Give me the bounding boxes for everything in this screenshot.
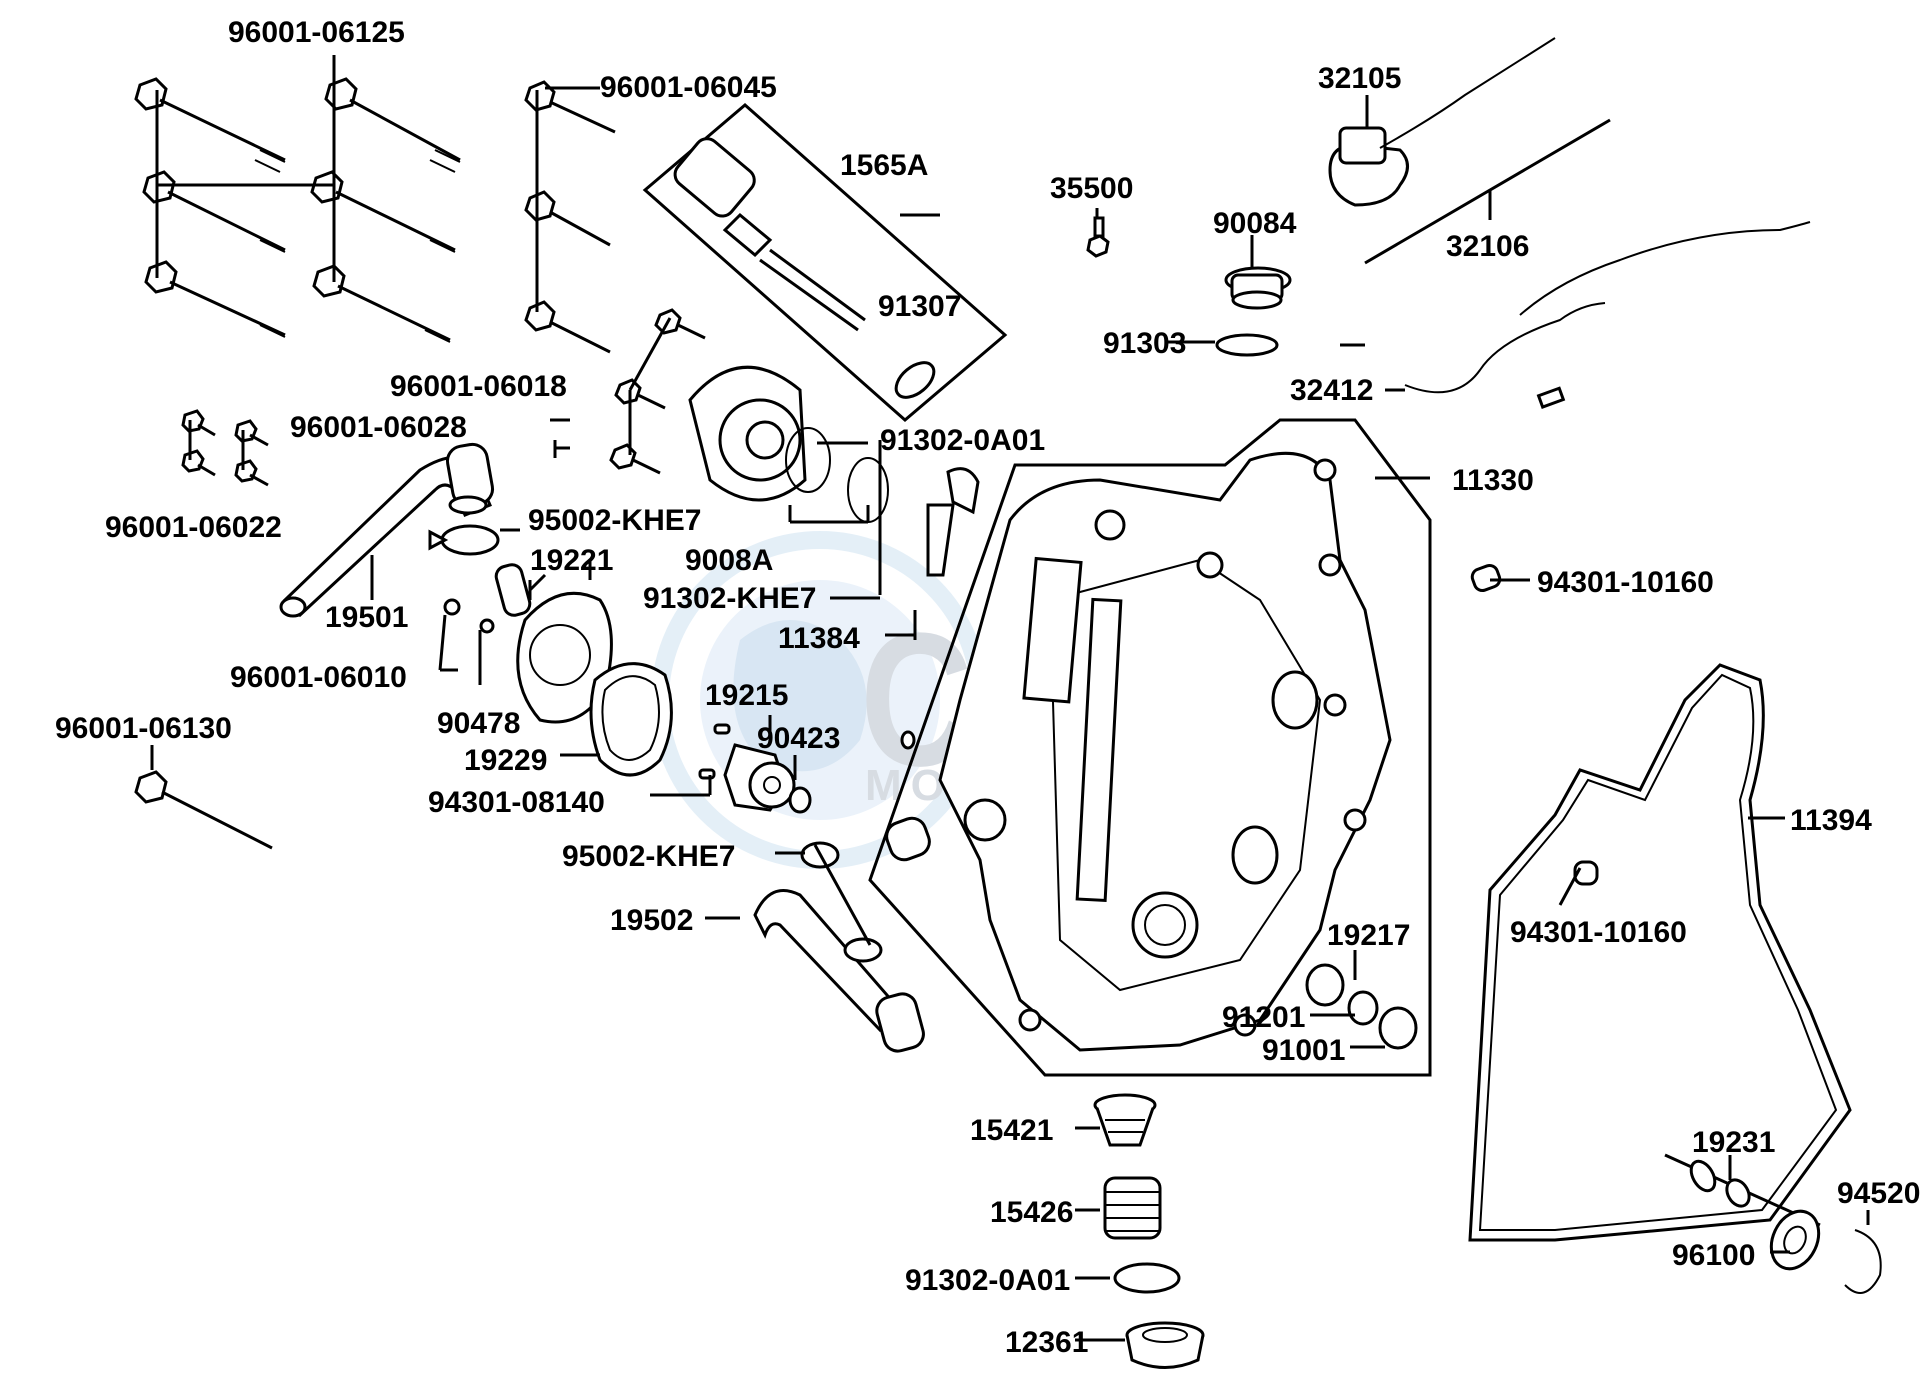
label-96001-06010: 96001-06010	[230, 661, 407, 694]
label-91302-0A01-a: 91302-0A01	[880, 424, 1045, 457]
label-90478: 90478	[437, 707, 520, 740]
label-11330: 11330	[1452, 464, 1534, 497]
label-12361: 12361	[1005, 1326, 1088, 1359]
wire-32106	[1364, 118, 1611, 265]
label-19501: 19501	[325, 601, 408, 634]
pump-flange	[609, 308, 889, 595]
label-19231: 19231	[1692, 1126, 1775, 1159]
label-91302-0A01-b: 91302-0A01	[905, 1264, 1070, 1297]
label-19229: 19229	[464, 744, 547, 777]
label-91001: 91001	[1262, 1034, 1345, 1067]
small-bolts-06028-06022	[181, 409, 269, 487]
label-94301-10160-a: 94301-10160	[1537, 566, 1714, 599]
circlip-94520	[1844, 1210, 1882, 1294]
drain-plug-12361	[1125, 1321, 1205, 1369]
label-96001-06125: 96001-06125	[228, 16, 405, 49]
label-96001-06130: 96001-06130	[55, 712, 232, 745]
bolt-group-96001-06125	[134, 55, 461, 343]
hose-19501	[279, 442, 495, 618]
hose-19502	[753, 841, 925, 1053]
label-96001-06022: 96001-06022	[105, 511, 282, 544]
label-94301-08140: 94301-08140	[428, 786, 605, 819]
label-94520: 94520	[1837, 1177, 1920, 1210]
leader-lines	[370, 340, 1790, 1342]
label-91307: 91307	[878, 290, 961, 323]
label-32412: 32412	[1290, 374, 1373, 407]
label-96100: 96100	[1672, 1239, 1755, 1272]
label-94301-10160-b: 94301-10160	[1510, 916, 1687, 949]
label-91303: 91303	[1103, 327, 1186, 360]
label-90084: 90084	[1213, 207, 1297, 240]
label-19217: 19217	[1327, 919, 1410, 952]
right-crankcase-cover-11330	[868, 418, 1432, 1077]
dipstick-assembly-1565A	[642, 103, 1008, 422]
water-pump-housing-19221	[443, 563, 613, 724]
label-1565A: 1565A	[840, 149, 928, 182]
label-90423: 90423	[757, 722, 840, 755]
part-labels: 96001-06125 96001-06045 1565A 91307 3550…	[55, 16, 1920, 1359]
seal-19217-91201-91001	[1305, 950, 1418, 1050]
clamp-95002-khe7-top	[428, 524, 500, 556]
shaft-19231	[1664, 1153, 1821, 1227]
filler-plug-90084	[1224, 235, 1292, 310]
label-15426: 15426	[990, 1196, 1073, 1229]
dowel-pins	[885, 730, 931, 862]
label-9008A: 9008A	[685, 544, 773, 577]
label-96001-06045: 96001-06045	[600, 71, 777, 104]
label-91201: 91201	[1222, 1001, 1305, 1034]
bracket-11384	[885, 467, 980, 640]
impeller-19215	[698, 723, 812, 814]
bolt-96001-06130	[134, 745, 273, 850]
label-35500: 35500	[1050, 172, 1133, 205]
cable-32412	[1385, 221, 1811, 409]
oring-91302-0A01-bottom	[1113, 1262, 1181, 1294]
label-96001-06018: 96001-06018	[390, 370, 567, 403]
label-11394: 11394	[1790, 804, 1872, 837]
label-95002-KHE7-b: 95002-KHE7	[562, 840, 735, 873]
label-95002-KHE7-a: 95002-KHE7	[528, 504, 701, 537]
label-19502: 19502	[610, 904, 693, 937]
oring-91303	[1215, 333, 1279, 357]
strainer-15421	[1093, 1093, 1157, 1147]
label-91302-KHE7: 91302-KHE7	[643, 582, 816, 615]
part-35500	[1086, 208, 1110, 258]
bolt-group-96001-06045	[524, 80, 616, 354]
label-11384: 11384	[778, 622, 860, 655]
gasket-19229	[589, 662, 673, 777]
label-19221: 19221	[530, 544, 613, 577]
sensor-32105	[1328, 37, 1556, 207]
dowel-94301-10160-top	[1470, 563, 1502, 593]
label-15421: 15421	[970, 1114, 1053, 1147]
spring-15426	[1103, 1176, 1162, 1240]
label-32105: 32105	[1318, 62, 1401, 95]
label-32106: 32106	[1446, 230, 1529, 263]
gasket-11394	[1468, 663, 1852, 1242]
bearing-96100	[1769, 1209, 1821, 1271]
label-19215: 19215	[705, 679, 788, 712]
label-96001-06028: 96001-06028	[290, 411, 467, 444]
